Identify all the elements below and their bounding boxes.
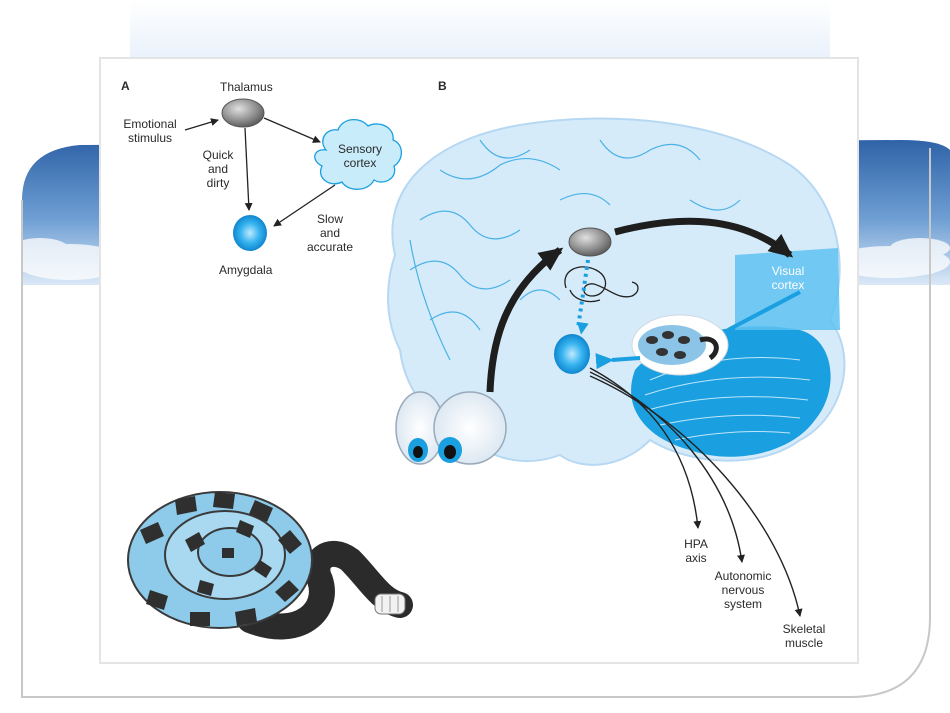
rattlesnake-illustration (127, 491, 413, 640)
skeletal-line: Skeletal (782, 622, 826, 636)
arrow-thalamus-to-amygdala-b (576, 259, 590, 335)
sensory-cortex-line2: cortex (343, 156, 377, 170)
arrow-stimulus-to-thalamus (184, 118, 219, 131)
cortex-line: cortex (771, 278, 805, 292)
nervous-line: nervous (721, 583, 765, 597)
amygdala-node-a (233, 215, 267, 251)
skeletal-muscle-label: Skeletal muscle (772, 622, 836, 650)
snake-image-icon (631, 314, 729, 376)
panel-a-diagram (184, 98, 403, 251)
emotional-stimulus-label: Emotional stimulus (114, 117, 186, 145)
hpa-line: HPA (684, 537, 708, 551)
sensory-cortex-label: Sensory cortex (330, 142, 390, 170)
autonomic-line: Autonomic (714, 569, 772, 583)
accurate-line: accurate (306, 240, 354, 254)
thalamus-node-b (568, 227, 612, 257)
arrow-eyes-to-thalamus (486, 247, 564, 393)
arrow-thalamus-to-amygdala-a (244, 127, 253, 211)
arrow-cortex-to-amygdala (273, 184, 336, 227)
system-line: system (723, 597, 762, 611)
arrow-snake-to-amygdala (595, 353, 641, 370)
arrow-thalamus-to-cortex (263, 117, 321, 143)
visual-line: Visual (771, 264, 805, 278)
sensory-cortex-line1: Sensory (337, 142, 383, 156)
panel-a-letter: A (121, 79, 130, 93)
muscle-line: muscle (784, 636, 823, 650)
thalamus-label-a: Thalamus (220, 80, 273, 94)
dirty-line: dirty (206, 176, 230, 190)
emotional-stimulus-line1: Emotional (123, 117, 177, 131)
amygdala-node-b (554, 334, 590, 374)
eyes-illustration (395, 391, 507, 465)
panel-b-letter: B (438, 79, 447, 93)
arrow-cortex-to-snake (727, 290, 801, 332)
amygdala-output-arrows (589, 367, 803, 617)
and-line-2: and (319, 226, 341, 240)
hpa-axis-label: HPA axis (676, 537, 716, 565)
sensory-cortex-cloud (314, 119, 403, 190)
quick-line: Quick (202, 148, 234, 162)
panel-b-brain (387, 117, 846, 466)
amygdala-label-a: Amygdala (219, 263, 273, 277)
slow-line: Slow (316, 212, 343, 226)
quick-and-dirty-label: Quick and dirty (196, 148, 240, 190)
arrow-thalamus-to-visual-cortex (614, 217, 794, 258)
axis-line: axis (685, 551, 707, 565)
and-line: and (207, 162, 229, 176)
emotional-stimulus-line2: stimulus (127, 131, 172, 145)
slow-and-accurate-label: Slow and accurate (298, 212, 362, 254)
autonomic-nervous-system-label: Autonomic nervous system (708, 569, 778, 611)
thalamus-node-a (221, 98, 265, 128)
visual-cortex-label: Visual cortex (758, 264, 818, 292)
